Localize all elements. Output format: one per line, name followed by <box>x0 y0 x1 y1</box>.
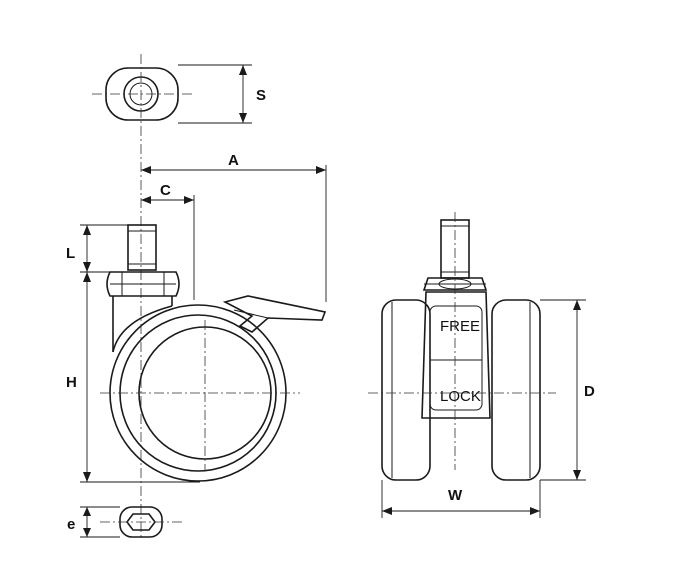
brake-lever <box>222 295 327 333</box>
wheel-side <box>100 304 300 482</box>
dim-d: D <box>540 299 595 481</box>
plate-top-view-icon <box>92 54 192 540</box>
swivel-head <box>106 271 180 297</box>
label-free: FREE <box>440 318 480 335</box>
front-centerlines <box>368 212 556 470</box>
label-d: D <box>584 383 595 400</box>
label-e: e <box>67 516 75 533</box>
dim-l: L <box>66 224 128 273</box>
label-c: C <box>160 182 171 199</box>
dim-w: W <box>381 480 541 518</box>
label-s: S <box>256 87 266 104</box>
hex-nut-icon <box>100 506 185 538</box>
fork <box>112 296 173 353</box>
label-lock: LOCK <box>440 388 481 405</box>
dim-e: e <box>67 506 120 538</box>
label-l: L <box>66 245 75 262</box>
dim-c: C <box>141 182 195 300</box>
dim-a: A <box>141 152 327 302</box>
brake-housing <box>421 291 491 419</box>
label-h: H <box>66 374 77 391</box>
dim-s: S <box>178 64 266 124</box>
dim-h: H <box>66 272 200 483</box>
stem <box>127 224 157 271</box>
label-w: W <box>448 487 463 504</box>
wheel-right <box>491 299 541 481</box>
label-a: A <box>228 152 239 169</box>
